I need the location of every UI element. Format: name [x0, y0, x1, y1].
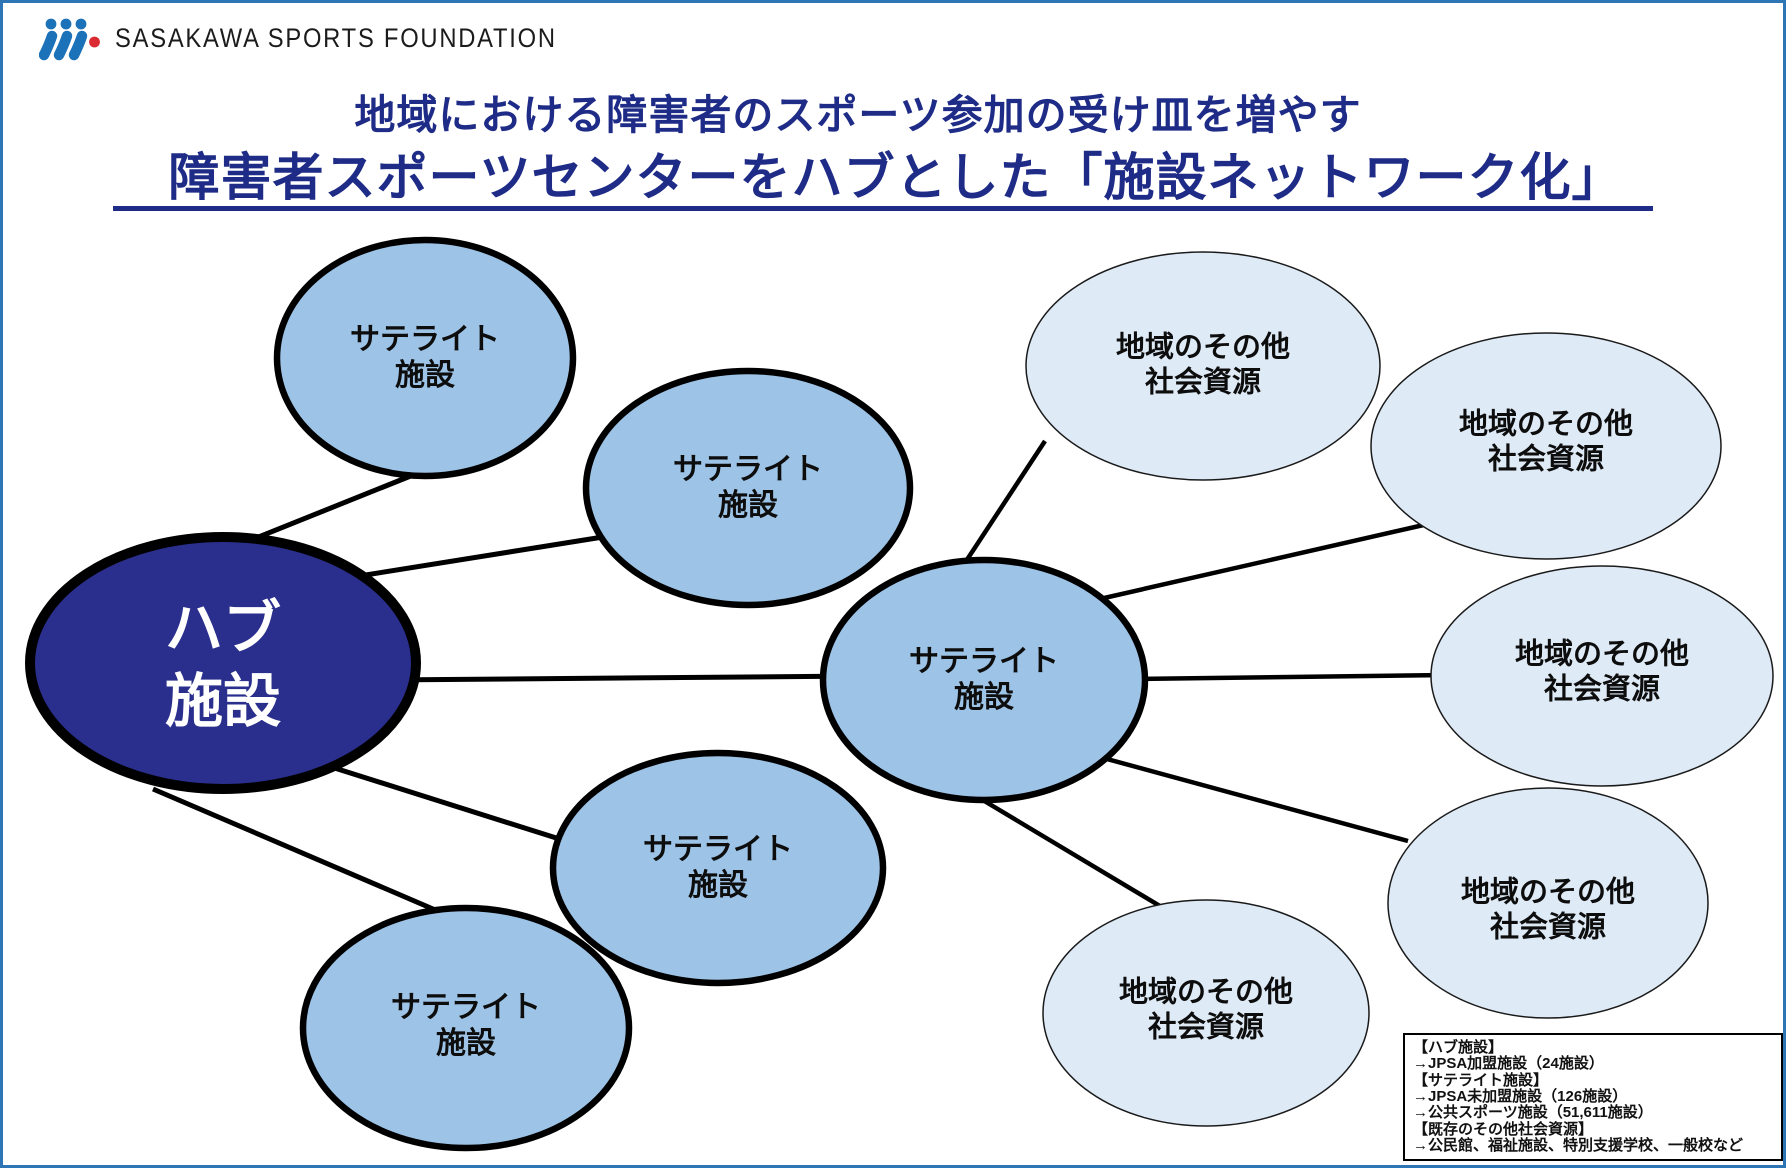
- legend-line: →公民館、福祉施設、特別支援学校、一般校など: [1413, 1136, 1744, 1154]
- connector-satellite3-resource-4: [1095, 753, 1409, 844]
- logo-wordmark: SASAKAWA SPORTS FOUNDATION: [115, 22, 557, 53]
- title-underline: [113, 206, 1653, 211]
- legend-line: →JPSA未加盟施設（126施設）: [1413, 1087, 1628, 1105]
- legend-line: →JPSA加盟施設（24施設）: [1413, 1055, 1604, 1073]
- satellite-ellipse-3: [819, 556, 1149, 804]
- slide-subtitle: 地域における障害者のスポーツ参加の受け皿を増やす: [354, 92, 1362, 138]
- resource-ellipse-2: [1370, 332, 1722, 560]
- legend-line: 【既存のその他社会資源】: [1413, 1120, 1594, 1138]
- resource-ellipse-5: [1042, 899, 1370, 1127]
- connector-satellite3-resource-3: [1132, 672, 1449, 682]
- legend-line: 【サテライト施設】: [1413, 1071, 1549, 1089]
- resource-ellipse-1: [1025, 251, 1381, 481]
- logo-red-dot: [89, 36, 100, 48]
- connector-hub-satellite-4: [324, 762, 589, 851]
- legend-box: 【ハブ施設】 →JPSA加盟施設（24施設） 【サテライト施設】 →JPSA未加…: [1403, 1033, 1783, 1161]
- hub-ellipse: [25, 532, 421, 794]
- legend-line: →公共スポーツ施設（51,611施設）: [1413, 1104, 1653, 1122]
- connector-hub-satellite-3: [382, 673, 864, 683]
- network-diagram: [25, 236, 1774, 1152]
- legend-line: 【ハブ施設】: [1413, 1039, 1504, 1056]
- resource-ellipse-3: [1430, 565, 1774, 787]
- resource-ellipse-4: [1387, 787, 1709, 1019]
- satellite-ellipse-1: [273, 236, 577, 480]
- connector-hub-satellite-2: [352, 530, 629, 580]
- slide-title: 障害者スポーツセンターをハブとした「施設ネットワーク化」: [168, 149, 1624, 206]
- logo: SASAKAWA SPORTS FOUNDATION: [39, 13, 617, 63]
- satellite-ellipse-2: [582, 367, 914, 609]
- ssf-logo-icon: [39, 18, 100, 61]
- satellite-ellipse-5: [299, 904, 633, 1152]
- connector-hub-satellite-5: [152, 786, 462, 924]
- connector-satellite3-resource-2: [1090, 521, 1429, 604]
- satellite-ellipse-4: [549, 749, 887, 987]
